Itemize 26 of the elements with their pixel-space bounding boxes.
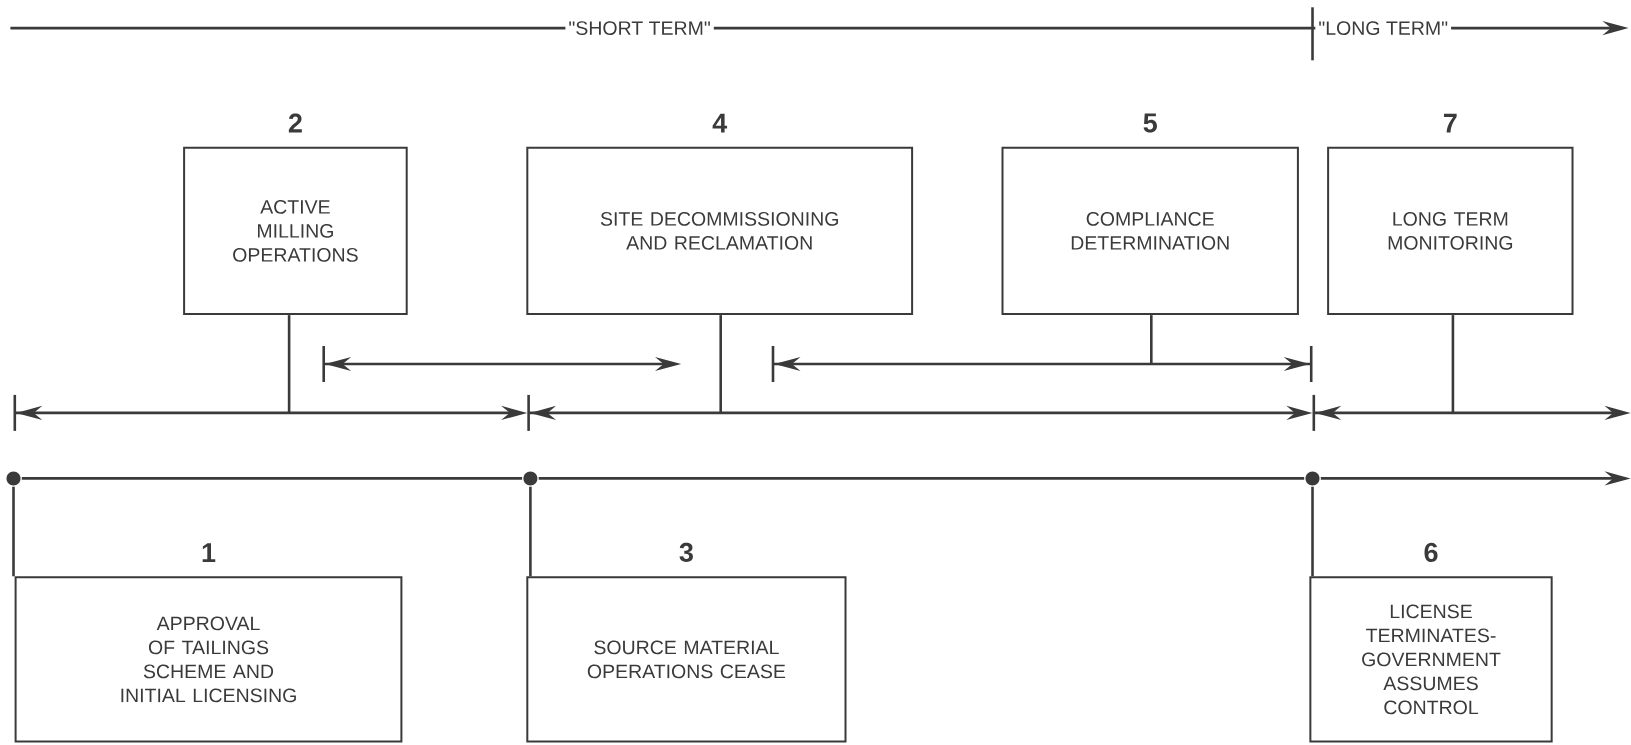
timeline-dot [1305, 471, 1320, 486]
step-number: 5 [1143, 113, 1157, 133]
connector-line [1150, 315, 1153, 364]
step-number: 4 [712, 113, 728, 133]
step-number: 1 [202, 543, 216, 562]
connector-line [1451, 315, 1455, 413]
connector-line [12, 486, 15, 577]
process-box: LONG TERM MONITORING [1327, 146, 1574, 316]
step-number: 3 [679, 542, 693, 562]
process-box: LICENSE TERMINATES- GOVERNMENT ASSUMES CONTROL [1309, 576, 1553, 743]
connector-line [719, 315, 722, 413]
connector-line [287, 315, 291, 413]
step-number: 7 [1443, 113, 1457, 133]
connector-line [1311, 486, 1314, 577]
step-number: 6 [1424, 542, 1438, 562]
term-label: "LONG TERM" [1315, 19, 1452, 37]
process-box: ACTIVE MILLING OPERATIONS [183, 146, 408, 316]
timeline-dot [523, 471, 538, 486]
timeline-dot [6, 471, 21, 486]
term-label: "SHORT TERM" [565, 19, 714, 37]
process-box: SOURCE MATERIAL OPERATIONS CEASE [526, 576, 847, 743]
process-box: COMPLIANCE DETERMINATION [1001, 146, 1299, 316]
process-box: APPROVAL OF TAILINGS SCHEME AND INITIAL LICENSING [14, 576, 403, 743]
connector-line [529, 486, 532, 577]
step-number: 2 [288, 113, 302, 133]
process-box: SITE DECOMMISSIONING AND RECLAMATION [526, 146, 914, 316]
